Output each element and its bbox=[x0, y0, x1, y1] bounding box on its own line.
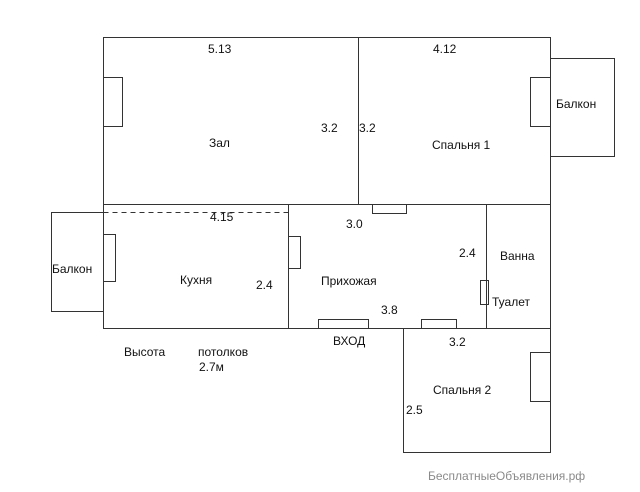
room-label-tualet: Туалет bbox=[492, 295, 530, 309]
dim-spalnya1-top: 4.12 bbox=[433, 42, 457, 56]
window-spalnya1 bbox=[530, 77, 551, 127]
door-spalnya1 bbox=[372, 204, 407, 214]
door-entrance bbox=[318, 319, 369, 329]
ceiling-value: 2.7м bbox=[199, 360, 224, 374]
room-label-zal: Зал bbox=[209, 136, 230, 150]
door-spalnya2 bbox=[421, 319, 457, 329]
room-label-balkon-right: Балкон bbox=[556, 97, 597, 111]
dim-spalnya2-left: 2.5 bbox=[406, 403, 423, 417]
dim-prikhozhaya-bottom: 3.8 bbox=[381, 303, 398, 317]
vanna-room bbox=[486, 204, 551, 329]
dim-spalnya2-top: 3.2 bbox=[449, 335, 466, 349]
spalnya1-room bbox=[358, 37, 551, 205]
ceiling-word2: потолков bbox=[198, 345, 249, 359]
room-label-vanna: Ванна bbox=[500, 249, 535, 263]
dim-spalnya1-left: 3.2 bbox=[359, 121, 376, 135]
room-label-spalnya1: Спальня 1 bbox=[432, 138, 491, 152]
door-vanna bbox=[480, 280, 489, 305]
room-label-kukhnya: Кухня bbox=[180, 273, 213, 287]
dim-zal-top: 5.13 bbox=[208, 42, 232, 56]
window-zal bbox=[103, 77, 123, 127]
dim-kukhnya-right: 2.4 bbox=[256, 278, 273, 292]
window-spalnya2 bbox=[530, 352, 551, 402]
room-label-prikhozhaya: Прихожая bbox=[321, 274, 377, 288]
watermark: БесплатныеОбъявления.рф bbox=[428, 469, 586, 483]
dim-vanna-left: 2.4 bbox=[459, 246, 476, 260]
dim-prikhozhaya-top: 3.0 bbox=[346, 217, 363, 231]
room-label-balkon-left: Балкон bbox=[52, 262, 93, 276]
entrance-label: ВХОД bbox=[333, 334, 366, 348]
window-kukhnya bbox=[103, 234, 116, 282]
kukhnya-room bbox=[103, 204, 289, 329]
room-label-spalnya2: Спальня 2 bbox=[433, 383, 492, 397]
ceiling-word1: Высота bbox=[124, 345, 166, 359]
dim-kukhnya-top: 4.15 bbox=[210, 210, 234, 224]
door-kukhnya bbox=[288, 236, 301, 269]
dim-zal-right: 3.2 bbox=[321, 121, 338, 135]
